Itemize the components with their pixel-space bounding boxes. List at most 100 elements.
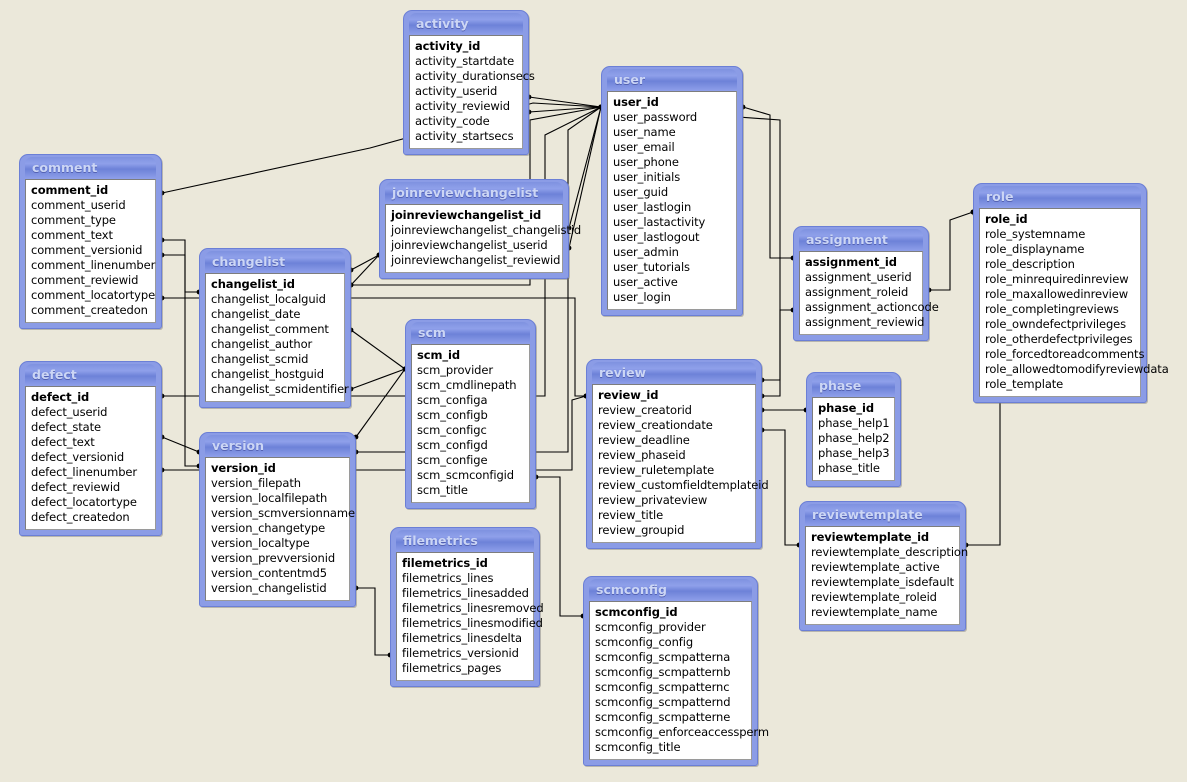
field-comment_locatortype: comment_locatortype bbox=[31, 288, 156, 302]
field-review_phaseid: review_phaseid bbox=[598, 448, 686, 462]
field-activity_durationsecs: activity_durationsecs bbox=[415, 69, 535, 83]
field-defect_reviewid: defect_reviewid bbox=[31, 480, 121, 494]
field-role_completingreviews: role_completingreviews bbox=[985, 302, 1119, 316]
primary-key-field-joinreviewchangelist_id: joinreviewchangelist_id bbox=[391, 208, 542, 222]
field-scm_confige: scm_confige bbox=[417, 453, 488, 467]
field-user_admin: user_admin bbox=[613, 245, 679, 259]
field-phase_help2: phase_help2 bbox=[818, 431, 890, 445]
field-joinreviewchangelist_userid: joinreviewchangelist_userid bbox=[391, 238, 548, 252]
field-role_allowedtomodifyreviewdata: role_allowedtomodifyreviewdata bbox=[985, 362, 1169, 376]
field-scm_scmconfigid: scm_scmconfigid bbox=[417, 468, 514, 482]
field-filemetrics_pages: filemetrics_pages bbox=[402, 661, 502, 675]
field-role_systemname: role_systemname bbox=[985, 227, 1086, 241]
field-review_customfieldtemplateid: review_customfieldtemplateid bbox=[598, 478, 769, 492]
field-version_filepath: version_filepath bbox=[211, 476, 301, 490]
primary-key-field-comment_id: comment_id bbox=[31, 183, 109, 197]
entity-title-changelist: changelist bbox=[205, 251, 345, 273]
field-filemetrics_versionid: filemetrics_versionid bbox=[402, 646, 519, 660]
relationship-scm-to-scmconfig bbox=[536, 476, 583, 617]
field-role_template: role_template bbox=[985, 377, 1064, 391]
relationship-version-to-scm bbox=[355, 368, 406, 438]
entity-title-scm: scm bbox=[411, 322, 530, 344]
field-activity_userid: activity_userid bbox=[415, 84, 498, 98]
field-user_tutorials: user_tutorials bbox=[613, 260, 690, 274]
field-changelist_hostguid: changelist_hostguid bbox=[211, 367, 324, 381]
field-changelist_date: changelist_date bbox=[211, 307, 301, 321]
field-review_ruletemplate: review_ruletemplate bbox=[598, 463, 715, 477]
field-changelist_localguid: changelist_localguid bbox=[211, 292, 326, 306]
field-assignment_reviewid: assignment_reviewid bbox=[805, 315, 925, 329]
entity-fields-joinreviewchangelist: joinreviewchangelist_id joinreviewchangel… bbox=[385, 204, 581, 273]
field-user_initials: user_initials bbox=[613, 170, 681, 184]
field-phase_help3: phase_help3 bbox=[818, 446, 890, 460]
field-review_creationdate: review_creationdate bbox=[598, 418, 713, 432]
field-role_maxallowedinreview: role_maxallowedinreview bbox=[985, 287, 1129, 301]
field-activity_reviewid: activity_reviewid bbox=[415, 99, 510, 113]
field-scm_configd: scm_configd bbox=[417, 438, 488, 452]
relationship-changelist-to-scm bbox=[350, 329, 406, 370]
field-defect_locatortype: defect_locatortype bbox=[31, 495, 137, 509]
field-defect_state: defect_state bbox=[31, 420, 102, 434]
relationship-activity-to-user bbox=[528, 106, 602, 113]
field-scmconfig_config: scmconfig_config bbox=[595, 635, 694, 649]
entity-title-scmconfig: scmconfig bbox=[589, 579, 752, 601]
entity-title-user: user bbox=[607, 69, 737, 91]
relationship-comment-to-changelist bbox=[162, 254, 199, 293]
entity-title-activity: activity bbox=[409, 13, 523, 35]
field-defect_createdon: defect_createdon bbox=[31, 510, 130, 524]
field-role_owndefectprivileges: role_owndefectprivileges bbox=[985, 317, 1127, 331]
field-filemetrics_linesremoved: filemetrics_linesremoved bbox=[402, 601, 544, 615]
field-changelist_scmid: changelist_scmid bbox=[211, 352, 309, 366]
entity-title-joinreviewchangelist: joinreviewchangelist bbox=[385, 182, 563, 204]
primary-key-field-filemetrics_id: filemetrics_id bbox=[402, 556, 488, 570]
field-changelist_comment: changelist_comment bbox=[211, 322, 329, 336]
field-user_active: user_active bbox=[613, 275, 678, 289]
field-scm_cmdlinepath: scm_cmdlinepath bbox=[417, 378, 517, 392]
relationship-changelist-to-scm bbox=[350, 368, 406, 390]
field-scm_configc: scm_configc bbox=[417, 423, 487, 437]
primary-key-field-version_id: version_id bbox=[211, 461, 276, 475]
field-user_name: user_name bbox=[613, 125, 676, 139]
entity-title-comment: comment bbox=[25, 157, 156, 179]
relationship-defect-to-version bbox=[161, 436, 200, 453]
field-user_password: user_password bbox=[613, 110, 698, 124]
field-version_changetype: version_changetype bbox=[211, 521, 326, 535]
relationship-version-to-filemetrics bbox=[356, 587, 390, 656]
field-role_displayname: role_displayname bbox=[985, 242, 1085, 256]
field-scm_configb: scm_configb bbox=[417, 408, 488, 422]
field-scmconfig_scmpatternd: scmconfig_scmpatternd bbox=[595, 695, 731, 709]
entity-title-review: review bbox=[592, 362, 756, 384]
relationship-changelist-to-joinreviewchangelist bbox=[350, 254, 380, 271]
field-comment_versionid: comment_versionid bbox=[31, 243, 143, 257]
field-scmconfig_scmpatternc: scmconfig_scmpatternc bbox=[595, 680, 730, 694]
field-review_creatorid: review_creatorid bbox=[598, 403, 692, 417]
relationship-activity-to-user bbox=[528, 96, 602, 108]
entity-title-filemetrics: filemetrics bbox=[396, 530, 534, 552]
field-version_scmversionname: version_scmversionname bbox=[211, 506, 355, 520]
primary-key-field-activity_id: activity_id bbox=[415, 39, 481, 53]
field-changelist_scmidentifier: changelist_scmidentifier bbox=[211, 382, 349, 396]
